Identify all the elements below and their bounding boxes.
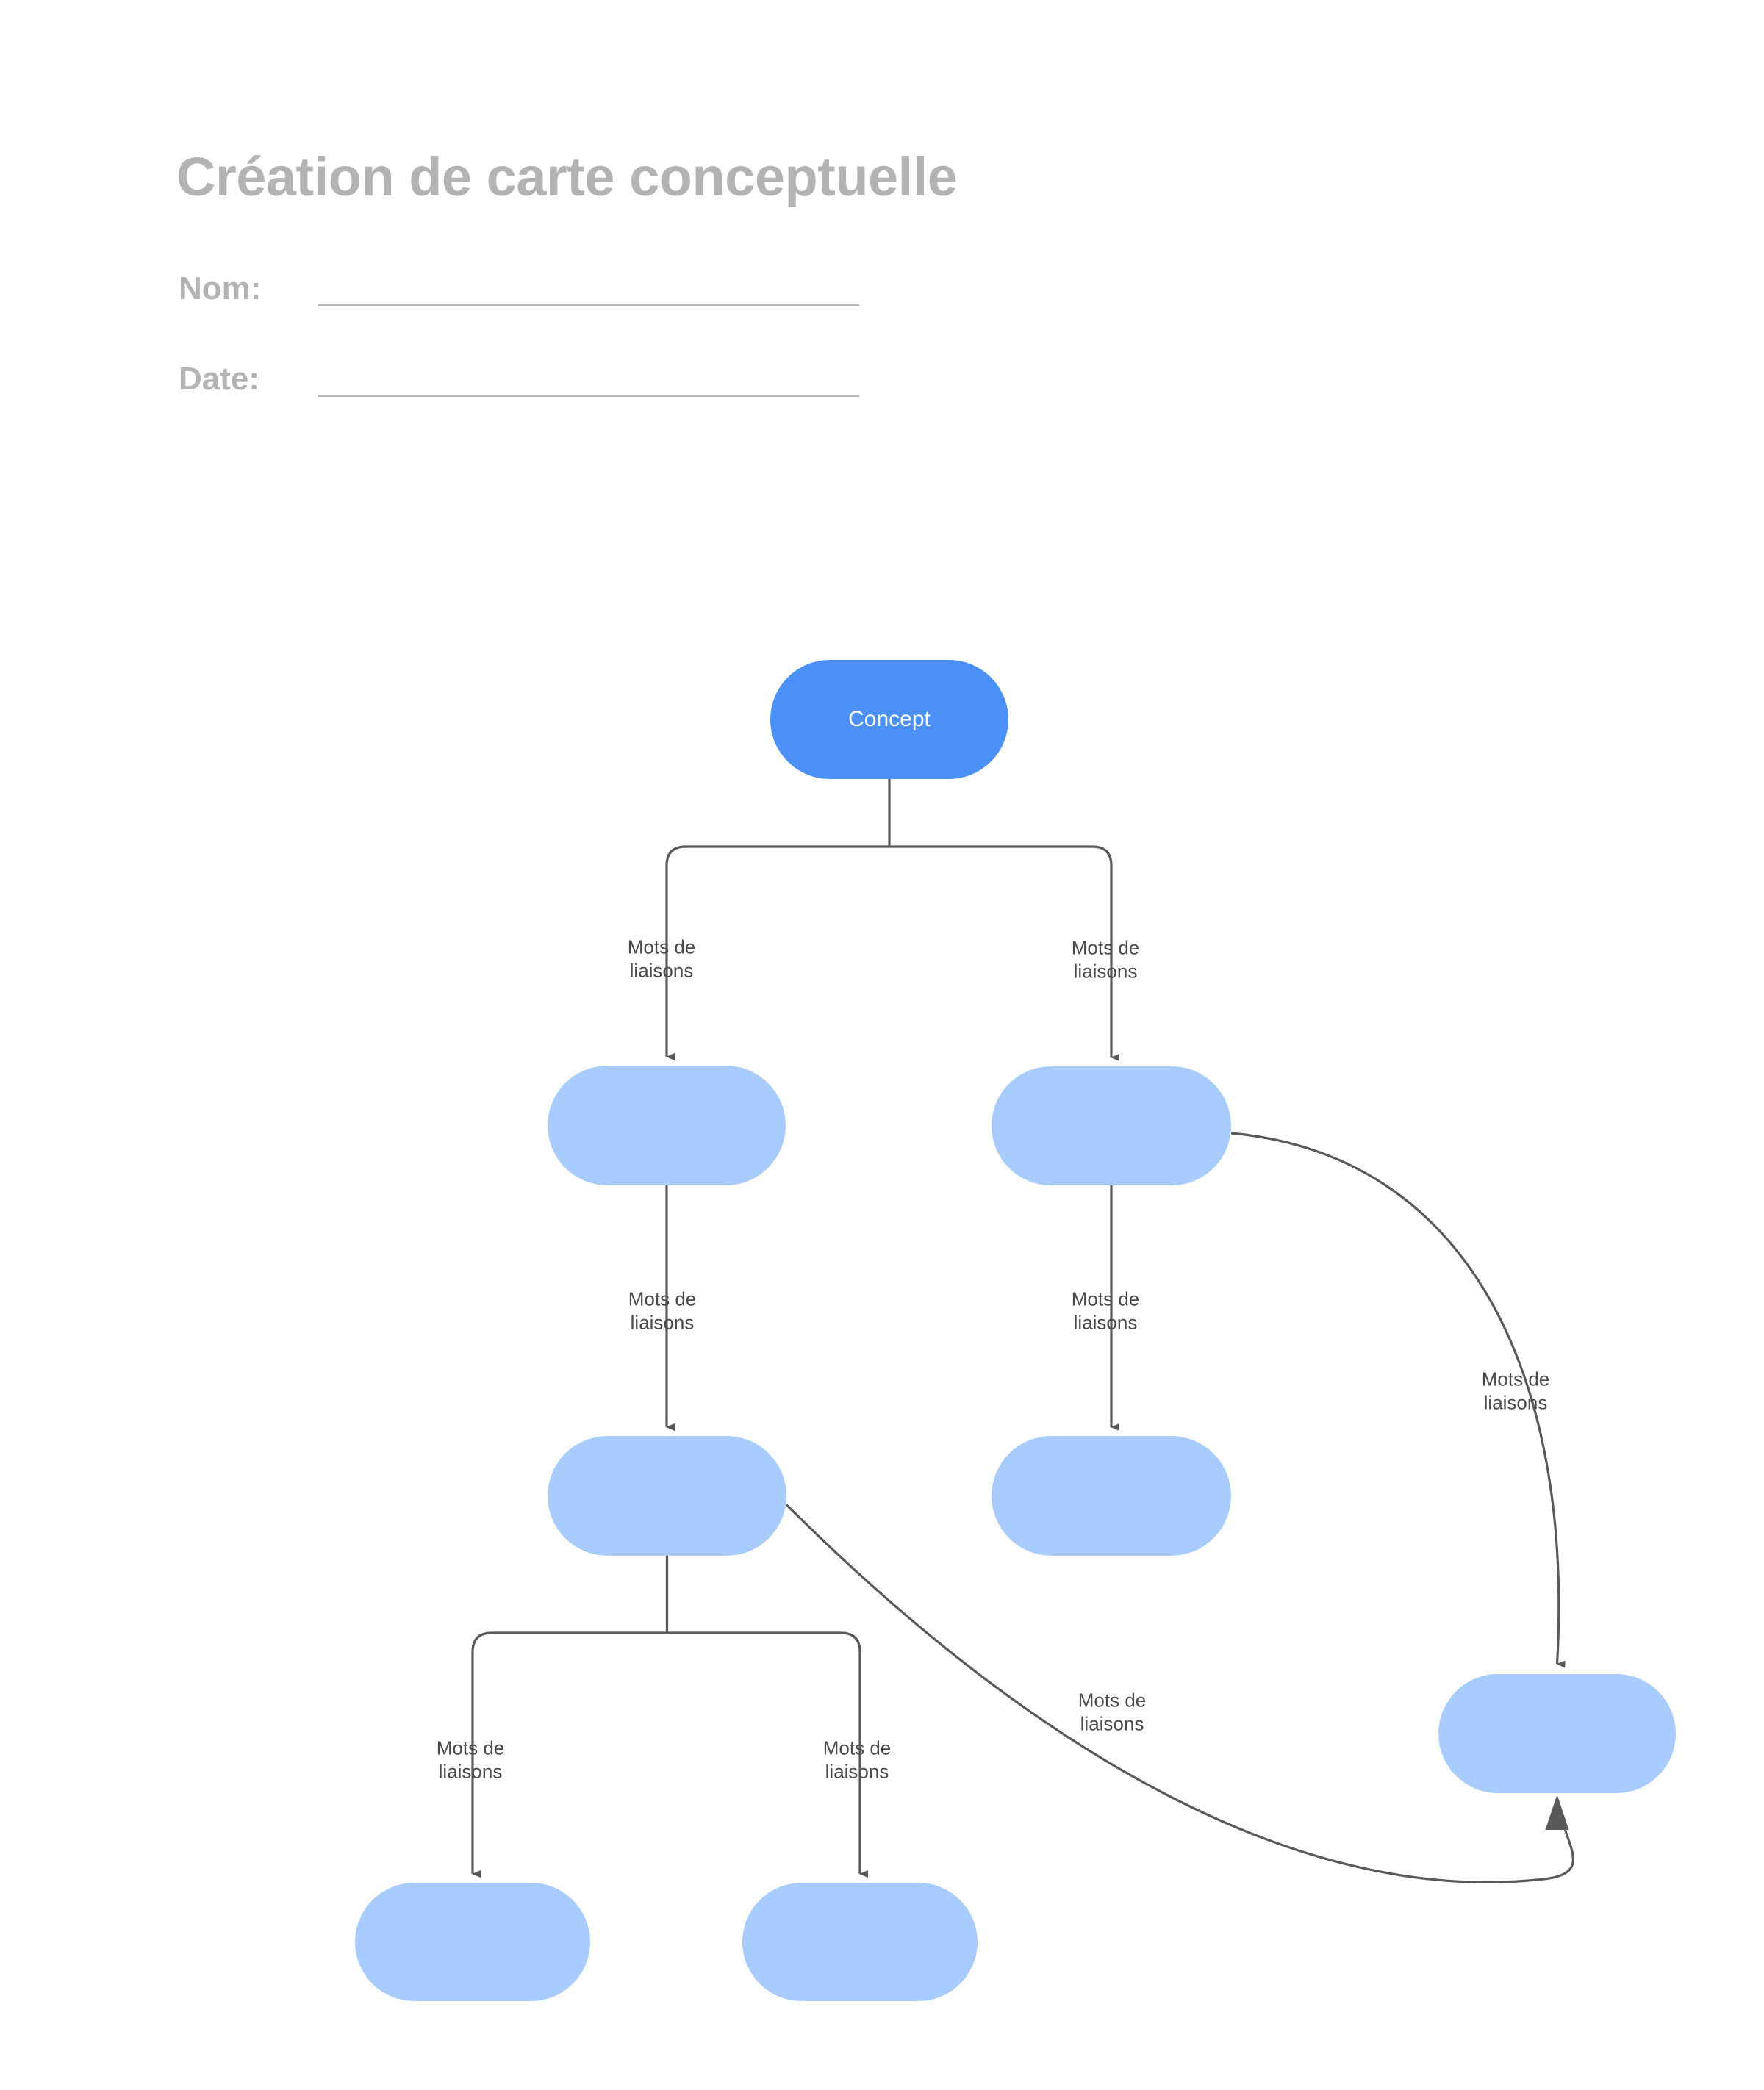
worksheet-header: Création de carte conceptuelle Nom: Date… xyxy=(0,0,1764,456)
date-field-writing-line[interactable] xyxy=(318,395,859,397)
page-title: Création de carte conceptuelle xyxy=(176,146,958,207)
name-field-writing-line[interactable] xyxy=(318,304,859,306)
connector-line xyxy=(1230,1132,1566,1668)
concept-node-blank[interactable] xyxy=(548,1436,786,1556)
concept-node-blank[interactable] xyxy=(548,1066,786,1185)
concept-node-label: Concept xyxy=(848,707,931,731)
concept-node-blank[interactable] xyxy=(355,1883,590,2001)
name-field-label: Nom: xyxy=(179,270,262,306)
concept-node-blank[interactable] xyxy=(992,1066,1231,1185)
concept-node-blank[interactable] xyxy=(1438,1674,1676,1793)
connector-line xyxy=(667,1631,868,1878)
concept-node-blank[interactable] xyxy=(742,1883,978,2001)
connector-arrowhead-up xyxy=(1545,1795,1569,1830)
concept-node-blank[interactable] xyxy=(992,1436,1231,1556)
connector-line xyxy=(889,845,1119,1061)
connector-line xyxy=(471,1631,667,1878)
concept-node-root[interactable]: Concept xyxy=(770,660,1008,779)
connector-line xyxy=(785,1504,1574,1883)
date-field-label: Date: xyxy=(179,361,260,397)
connector-line xyxy=(665,845,889,1060)
